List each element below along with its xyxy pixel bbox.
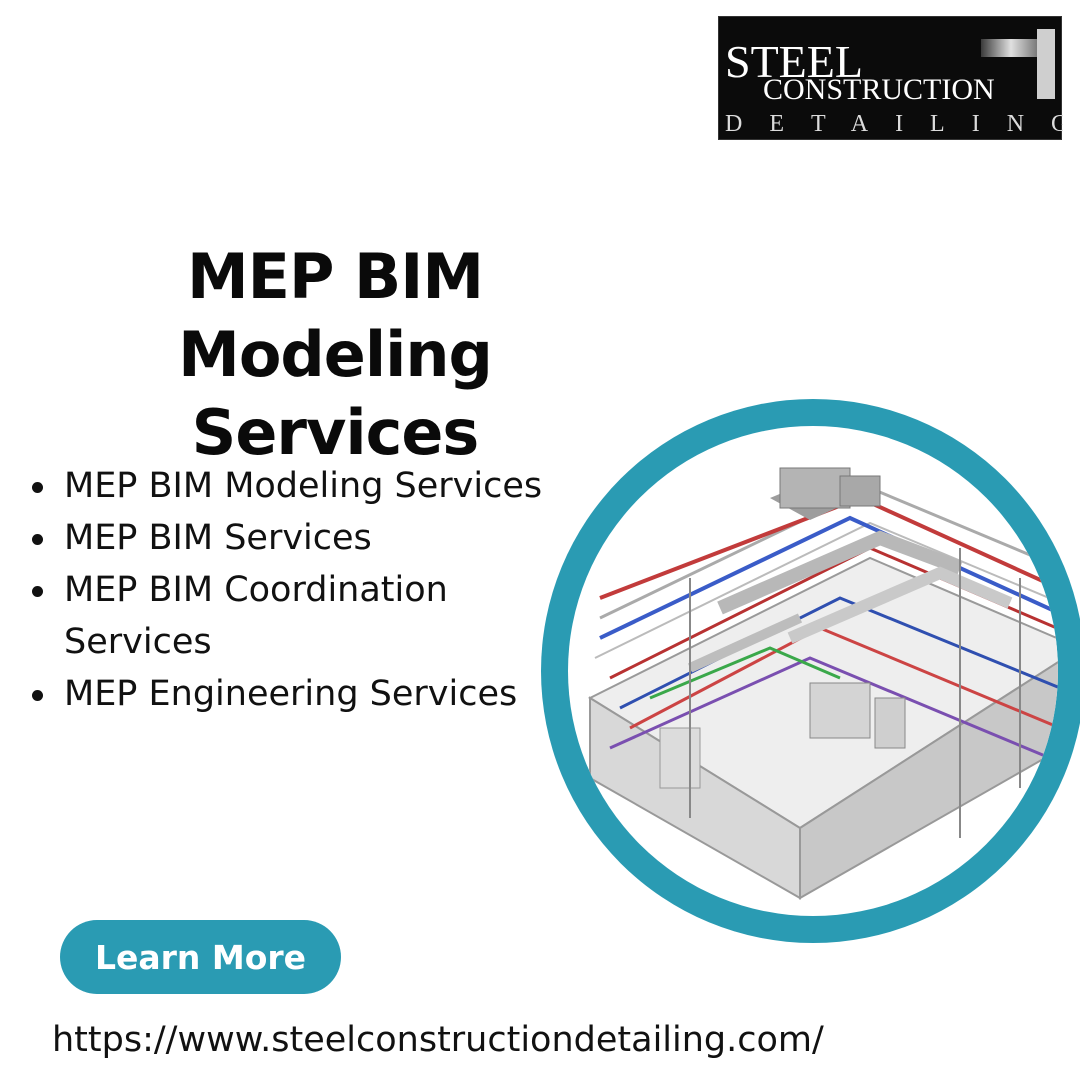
logo-text-construction: CONSTRUCTION [763, 73, 995, 106]
logo-text-detailing: DETAILING [725, 111, 1063, 137]
logo-text-steel: STEEL [725, 36, 863, 87]
list-item: MEP Engineering Services [28, 668, 548, 720]
list-item: MEP BIM Services [28, 512, 548, 564]
list-item: MEP BIM Modeling Services [28, 460, 548, 512]
page-title: MEP BIM Modeling Services [20, 238, 650, 472]
services-list: MEP BIM Modeling Services MEP BIM Servic… [28, 460, 548, 720]
website-link[interactable]: https://www.steelconstructiondetailing.c… [52, 1020, 824, 1060]
mep-model-illustration [540, 398, 1080, 948]
list-item: MEP BIM Coordination Services [28, 564, 548, 668]
page-title-line1: MEP BIM Modeling [178, 240, 493, 391]
learn-more-button[interactable]: Learn More [60, 920, 341, 994]
brand-logo: STEEL CONSTRUCTION DETAILING [718, 16, 1063, 140]
page-title-line2: Services [191, 396, 480, 469]
